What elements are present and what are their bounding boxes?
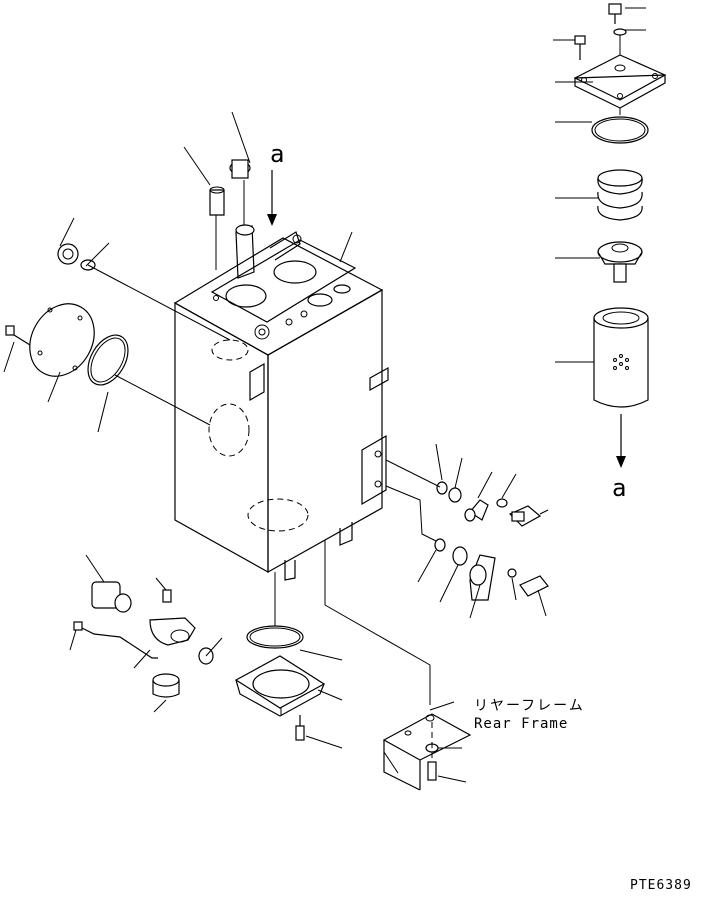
rear-frame-bracket (324, 540, 472, 791)
leader-lines (3, 7, 646, 783)
drain-plug-upper (57, 243, 231, 341)
filter-assembly (573, 3, 667, 468)
hydraulic-tank (173, 231, 389, 581)
drawing-code: PTE6389 (630, 878, 692, 893)
reference-arrow-a (267, 170, 277, 226)
reference-letter-top: a (270, 140, 285, 168)
reference-letter-bottom: a (612, 474, 627, 502)
rear-frame-label-en: Rear Frame (474, 716, 569, 732)
rear-frame-label-jp: リヤーフレーム (474, 698, 585, 714)
inspection-cover (5, 303, 211, 426)
breather-and-filler (209, 159, 255, 279)
sight-gauge-parts (385, 459, 549, 601)
suction-parts (73, 572, 326, 741)
